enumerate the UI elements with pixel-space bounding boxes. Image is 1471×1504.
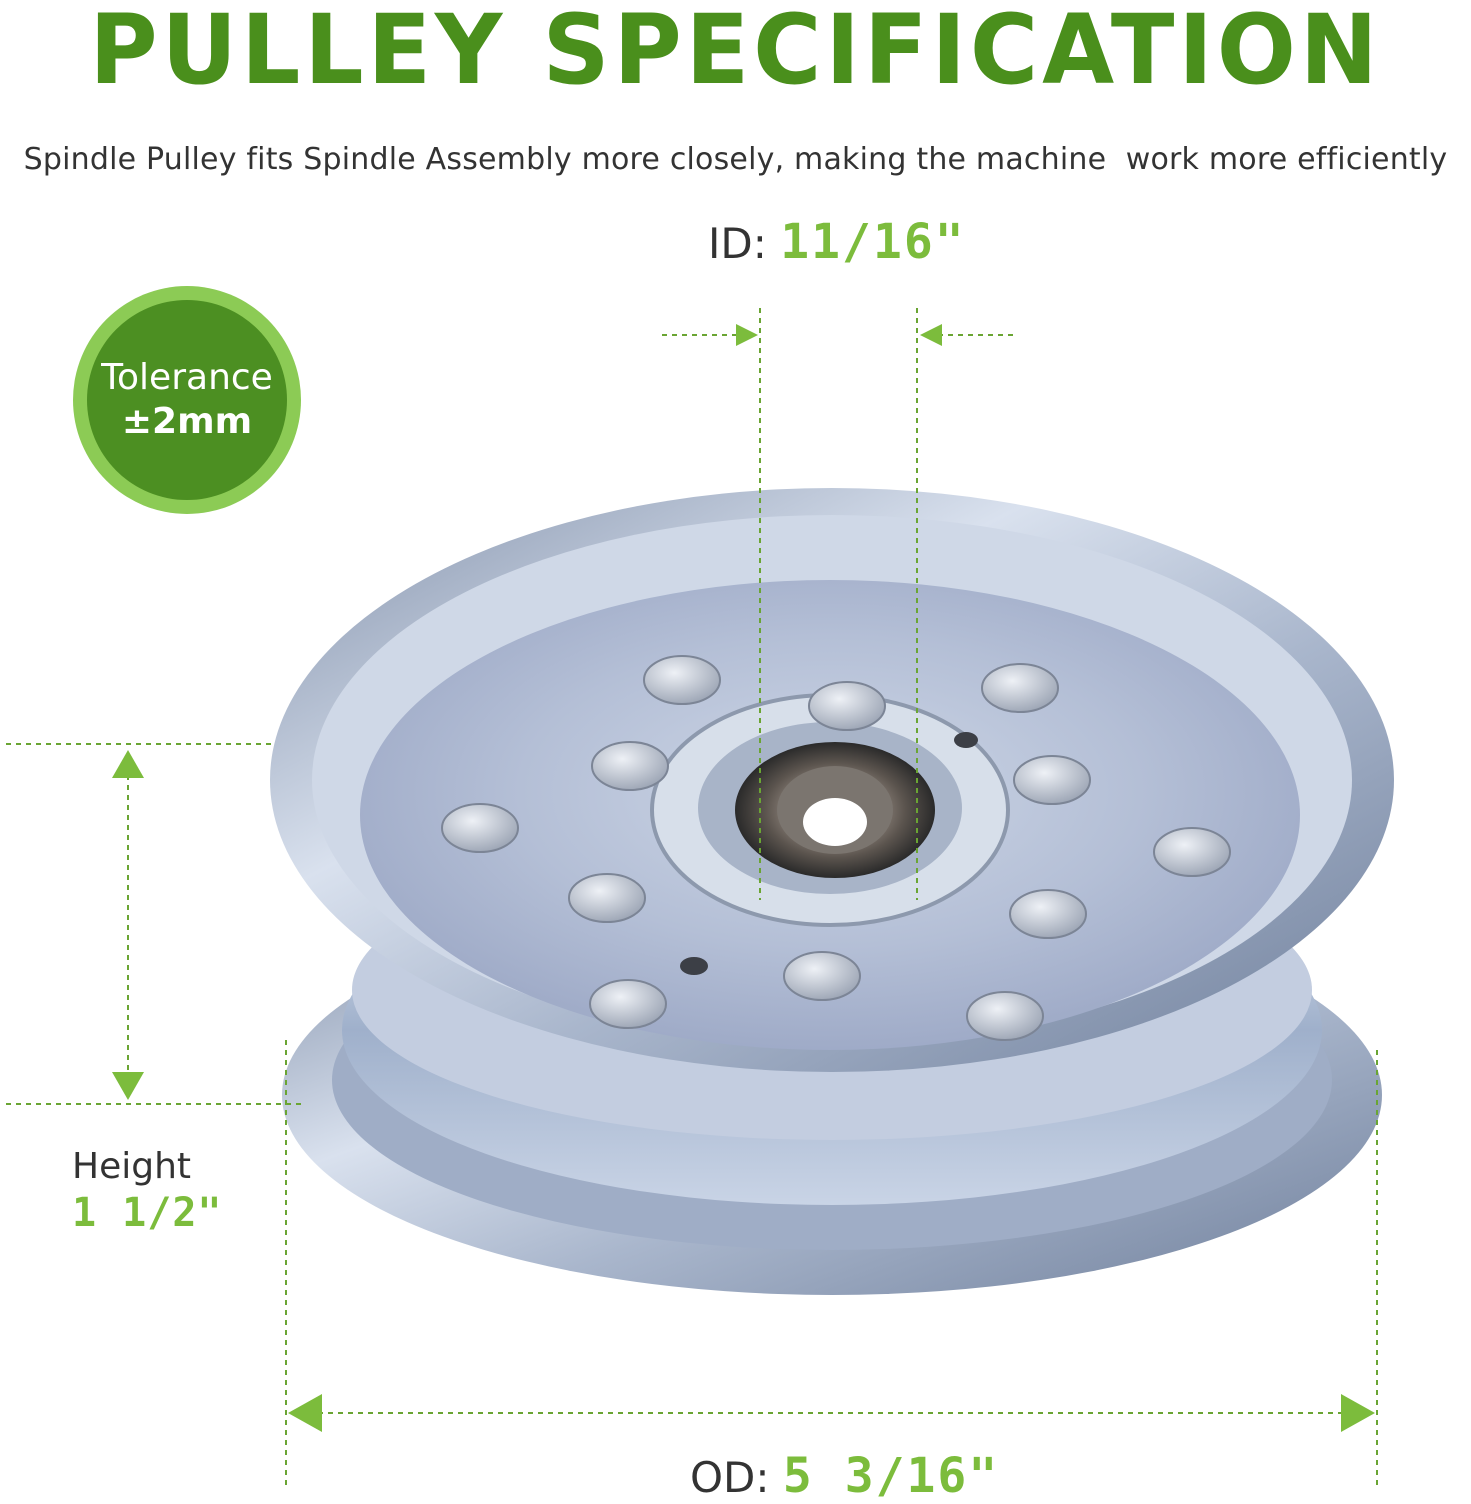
id-value: 11/16" [780,214,966,270]
height-dimension: Height 1 1/2" [72,1146,223,1238]
height-label: Height [72,1146,192,1187]
tolerance-badge-inner: Tolerance ±2mm [87,300,287,500]
id-label: ID: [708,219,767,268]
od-arrowhead-right [1341,1394,1375,1432]
height-arrowhead-bottom [112,1072,144,1100]
od-label: OD: [690,1453,770,1502]
id-arrowhead-left [736,324,758,346]
height-value: 1 1/2" [72,1190,223,1236]
tolerance-label: Tolerance [101,357,273,398]
id-arrowhead-right [920,324,942,346]
id-dimension: ID: 11/16" [708,214,966,270]
od-dimension: OD: 5 3/16" [690,1448,999,1504]
height-arrowhead-top [112,750,144,778]
tolerance-badge: Tolerance ±2mm [73,286,301,514]
od-value: 5 3/16" [782,1448,1000,1504]
rivets [441,655,1231,1041]
page-subtitle: Spindle Pulley fits Spindle Assembly mor… [23,142,1448,177]
tolerance-value: ±2mm [121,401,253,442]
od-arrowhead-left [288,1394,322,1432]
page-title: PULLEY SPECIFICATION [89,0,1382,106]
